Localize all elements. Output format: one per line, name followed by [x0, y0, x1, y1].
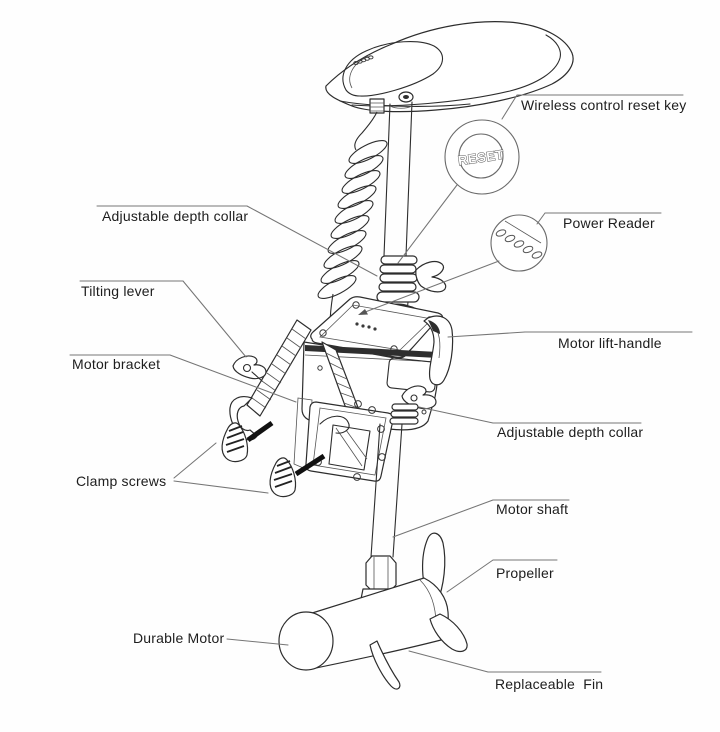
depth-collar-lower — [389, 385, 437, 425]
reset-button-label: RESET — [457, 147, 505, 168]
replaceable-fin-part — [369, 640, 401, 690]
label-motor-lift-handle: Motor lift-handle — [558, 335, 662, 351]
coiled-cable — [317, 111, 388, 327]
label-wireless-control-reset-key: Wireless control reset key — [521, 97, 686, 113]
trolling-motor-illustration — [221, 21, 574, 690]
label-motor-shaft: Motor shaft — [496, 501, 568, 517]
clamp-screw-lower — [269, 453, 326, 498]
label-clamp-screws: Clamp screws — [76, 473, 166, 489]
labels: Wireless control reset key Power Reader … — [72, 97, 686, 692]
leader-wireless-reset-key — [397, 94, 684, 264]
motor-pod — [278, 532, 468, 690]
callout-reset-key: RESET — [444, 119, 520, 195]
head-trim-band — [305, 345, 438, 358]
leader-replaceable-fin — [408, 650, 602, 673]
motor-shaft-part — [370, 423, 403, 558]
motor-lift-handle-part — [423, 315, 454, 386]
label-adjustable-depth-collar-upper: Adjustable depth collar — [102, 208, 248, 224]
power-reader-arrowhead — [358, 309, 368, 315]
clamp-screw-upper — [221, 420, 274, 463]
depth-collar-upper — [376, 255, 447, 323]
leader-depth-collar-upper — [96, 205, 378, 277]
label-motor-bracket: Motor bracket — [72, 356, 160, 372]
upper-shaft — [383, 101, 413, 257]
head-top-plate — [310, 296, 444, 358]
motor-nose-cone — [278, 611, 334, 671]
label-propeller: Propeller — [496, 565, 554, 581]
label-tilting-lever: Tilting lever — [81, 283, 155, 299]
tilting-lever-part — [232, 355, 267, 380]
leader-tilting-lever — [79, 280, 247, 358]
head-indicator-dots — [353, 55, 374, 65]
propeller-blade-lower — [429, 613, 468, 653]
leader-depth-collar-lower — [418, 406, 642, 424]
callout-power-reader — [490, 214, 548, 272]
label-power-reader: Power Reader — [563, 215, 655, 231]
label-durable-motor: Durable Motor — [133, 630, 224, 646]
leader-power-reader — [359, 212, 662, 315]
leader-durable-motor — [226, 638, 289, 646]
motor-bracket-assembly — [221, 319, 394, 498]
leader-lift-handle — [447, 331, 693, 338]
cable-boot — [369, 98, 385, 114]
leader-lines — [69, 94, 693, 673]
label-adjustable-depth-collar-lower: Adjustable depth collar — [497, 424, 643, 440]
label-replaceable-fin: Replaceable Fin — [495, 676, 603, 692]
leader-clamp-screws — [173, 442, 269, 494]
leader-motor-bracket — [69, 354, 297, 403]
leader-motor-shaft — [392, 499, 570, 538]
control-head — [325, 21, 574, 114]
leader-propeller — [446, 559, 558, 593]
power-reader-dots — [355, 322, 377, 331]
